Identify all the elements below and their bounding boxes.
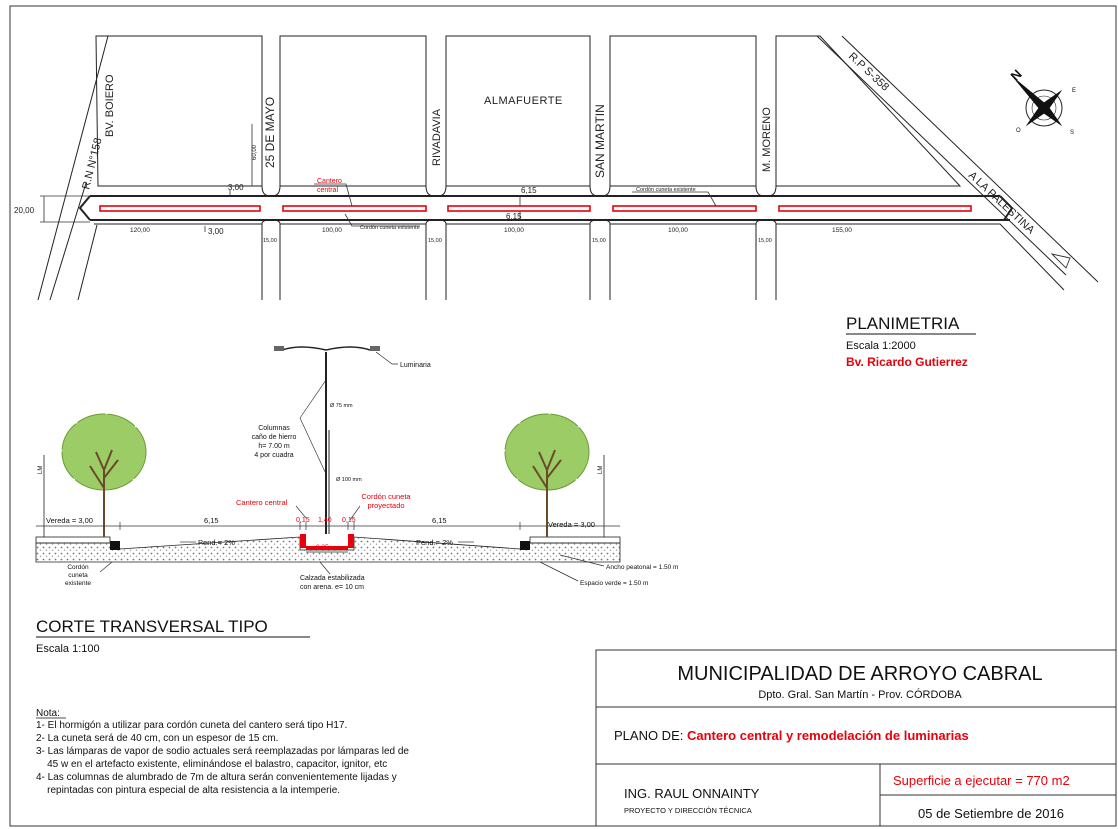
plan-dimension-lines (40, 124, 717, 232)
label-cordon-proyectado-2: proyectado (367, 501, 404, 510)
plan-scale: Escala 1:2000 (846, 340, 916, 352)
compass-rose-icon (1011, 75, 1063, 127)
section-scale: Escala 1:100 (36, 643, 100, 655)
label-width-0-15-b: 0,15 (342, 517, 356, 524)
street-boiero: BV. BOIERO (104, 74, 116, 137)
label-width-0-35: 0,35 (316, 544, 329, 551)
label-pendiente-left: Pend.= 2% (198, 538, 235, 547)
titleblock-municipality: MUNICIPALIDAD DE ARROYO CABRAL (677, 663, 1042, 685)
direction-arrow-icon (1050, 253, 1071, 269)
label-diam-75: Ø 75 mm (330, 403, 353, 409)
dim-6-15-bottom: 6,15 (506, 212, 522, 221)
dim-120-00: 120,00 (130, 227, 150, 234)
label-cordon-proyectado-1: Cordón cuneta (361, 492, 411, 501)
titleblock-plano: PLANO DE: Cantero central y remodelación… (614, 728, 969, 743)
notes-heading: Nota: (36, 708, 60, 719)
note-line-1: 1- El hormigón a utilizar para cordón cu… (36, 720, 347, 731)
tree-left-icon (61, 413, 147, 537)
dim-100-00-b: 100,00 (504, 227, 524, 234)
label-calzada-1: Calzada estabilizada (300, 575, 365, 582)
titleblock-engineer: ING. RAUL ONNAINTY (624, 786, 760, 801)
compass-s: S (1070, 130, 1074, 136)
dim-3-00-top: 3,00 (228, 183, 244, 192)
label-calzada-2: con arena. e= 10 cm (300, 584, 364, 591)
dim-100-00-c: 100,00 (668, 227, 688, 234)
dim-100-00-a: 100,00 (322, 227, 342, 234)
street-a-la-palestina: A LA PALESTINA (966, 169, 1037, 236)
label-lm-right: LM (598, 466, 604, 474)
note-line-6: repintadas con pintura especial de alta … (36, 785, 340, 796)
label-width-6-15-left: 6,15 (204, 516, 219, 525)
compass-e: E (1072, 88, 1076, 94)
label-cantero-central: Cantero central (236, 498, 288, 507)
label-luminaria: Luminaria (400, 362, 431, 369)
street-25-de-mayo: 25 DE MAYO (263, 97, 277, 168)
note-line-3: 3- Las lámparas de vapor de sodio actual… (36, 746, 409, 757)
label-cordon-existente-3: existente (65, 580, 91, 587)
section-dimension-lines (36, 505, 620, 582)
plan-subtitle: Bv. Ricardo Gutierrez (846, 355, 968, 369)
note-line-2: 2- La cuneta será de 40 cm, con un espes… (36, 733, 278, 744)
cross-section (35, 346, 621, 563)
section-title: CORTE TRANSVERSAL TIPO (36, 617, 268, 636)
label-cordon-existente-1: Cordón (67, 564, 89, 571)
label-lm-left: LM (38, 466, 44, 474)
label-width-6-15-right: 6,15 (432, 516, 447, 525)
label-espacio-verde: Espacio verde = 1.50 m (580, 580, 648, 587)
plan-view (37, 35, 1099, 301)
label-ancho-peatonal: Ancho peatonal = 1.50 m (606, 564, 678, 571)
label-width-0-15-a: 0,15 (296, 517, 310, 524)
label-columnas-2: caño de hierro (252, 434, 297, 441)
dim-15-00-c: 15,00 (592, 238, 606, 244)
central-medians (99, 205, 972, 212)
title-block (595, 649, 1117, 827)
label-diam-100: Ø 100 mm (336, 477, 362, 483)
compass-o: O (1016, 128, 1021, 134)
label-pendiente-right: Pend.= 2% (416, 538, 453, 547)
street-san-martin: SAN MARTIN (593, 104, 607, 178)
titleblock-role: PROYECTO Y DIRECCIÓN TÉCNICA (624, 806, 752, 815)
plan-title: PLANIMETRIA (846, 314, 960, 333)
dim-15-00-a: 15,00 (263, 238, 277, 244)
label-vereda-left: Vereda = 3,00 (46, 516, 93, 525)
dim-155-00: 155,00 (832, 227, 852, 234)
label-width-1-40: 1,40 (318, 517, 332, 524)
street-ruta-158: R.N N°158 (80, 137, 104, 191)
street-rivadavia: RIVADAVIA (431, 108, 443, 166)
callout-cantero-line1: Cantero (317, 178, 342, 185)
label-columnas-4: 4 por cuadra (254, 452, 293, 459)
street-rp-358: R.P S-358 (846, 50, 891, 93)
callout-cordon-existente-top: Cordón cuneta existente (636, 187, 696, 193)
dim-6-15-top: 6,15 (521, 186, 537, 195)
label-columnas-1: Columnas (258, 425, 290, 432)
street-moreno: M. MORENO (761, 107, 773, 172)
tree-right-icon (504, 413, 590, 537)
dim-20-00: 20,00 (14, 206, 35, 215)
note-line-4: 45 w en el artefacto existente, eliminán… (36, 759, 387, 770)
dim-15-00-d: 15,00 (758, 238, 772, 244)
titleblock-department: Dpto. Gral. San Martín - Prov. CÓRDOBA (758, 688, 962, 701)
callout-cantero-line2: central (317, 187, 338, 194)
street-almafuerte: ALMAFUERTE (484, 95, 563, 107)
note-line-5: 4- Las columnas de alumbrado de 7m de al… (36, 772, 397, 783)
titleblock-date: 05 de Setiembre de 2016 (918, 806, 1064, 821)
label-cordon-existente-2: cuneta (68, 572, 88, 579)
sheet-frame (9, 5, 1117, 827)
dim-15-00-b: 15,00 (428, 238, 442, 244)
callout-cordon-existente-bottom: Cordón cuneta existente (360, 225, 420, 231)
dim-3-00-bottom: 3,00 (208, 227, 224, 236)
compass-n: N (1008, 67, 1025, 84)
dim-60-00: 60,00 (252, 144, 258, 160)
label-vereda-right: Vereda = 3,00 (548, 520, 595, 529)
label-columnas-3: h= 7.00 m (258, 443, 289, 450)
titleblock-surface: Superficie a ejecutar = 770 m2 (893, 773, 1070, 788)
